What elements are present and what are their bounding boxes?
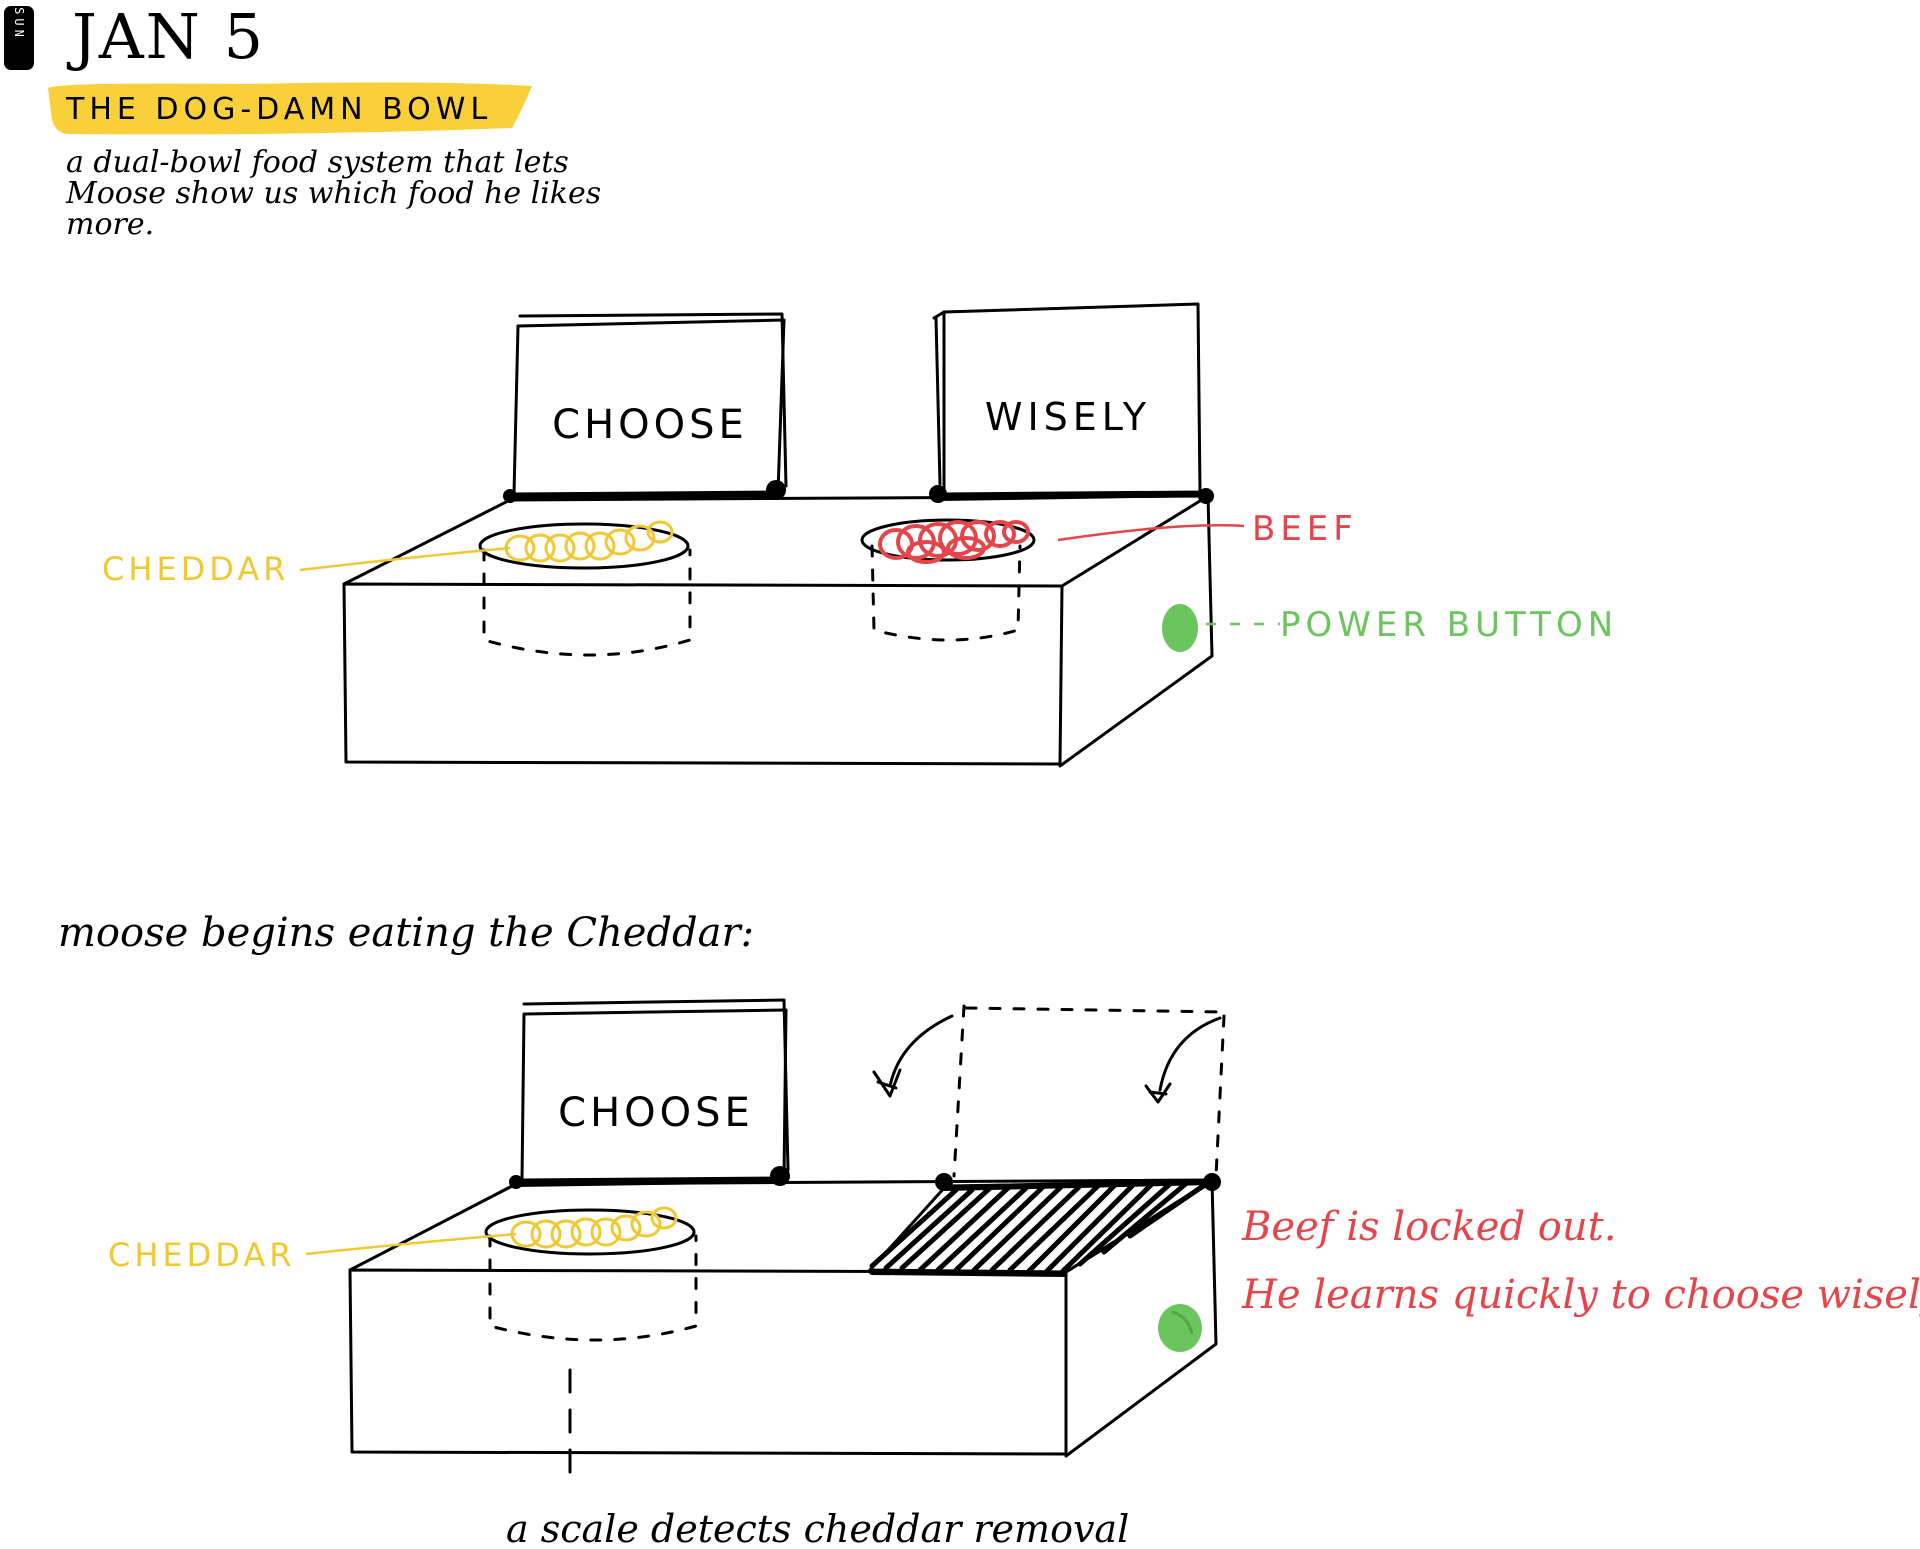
power-button-icon xyxy=(1162,604,1198,652)
closing-arrow-right xyxy=(1144,1016,1222,1104)
beef-leader-1 xyxy=(1057,524,1245,542)
bowl-right-1 xyxy=(860,518,1036,642)
caption-text: moose begins eating the Cheddar: xyxy=(58,910,754,956)
power-button-2 xyxy=(1158,1304,1202,1352)
screen-right-1-text: WISELY xyxy=(985,395,1151,439)
cheddar-pile-2 xyxy=(510,1206,678,1249)
cheddar-pile-1 xyxy=(504,520,674,563)
figure-1: CHOOSE WISELY xyxy=(102,302,1618,768)
beef-label-1: BEEF xyxy=(1252,509,1358,549)
bowl-left-1 xyxy=(478,520,692,657)
page-date: JAN 5 xyxy=(66,0,265,73)
screen-left-1-text: CHOOSE xyxy=(552,402,748,448)
screen-left-2-text: CHOOSE xyxy=(558,1090,754,1136)
title-highlight xyxy=(48,82,532,135)
power-label-1: POWER BUTTON xyxy=(1280,605,1618,645)
feeder-box-2 xyxy=(348,1178,1218,1458)
cheddar-label-1: CHEDDAR xyxy=(102,550,289,588)
day-badge-text: SUN xyxy=(12,7,26,41)
day-badge: SUN xyxy=(4,6,34,70)
screen-left-2: CHOOSE xyxy=(509,998,790,1189)
closed-lid-2 xyxy=(866,1173,1221,1277)
beef-note-line-2: He learns quickly to choose wisely. xyxy=(1241,1272,1920,1318)
lid-outline-2 xyxy=(952,1004,1226,1178)
power-button-icon-2 xyxy=(1158,1304,1202,1352)
cheddar-label-2: CHEDDAR xyxy=(108,1236,295,1274)
description-line-1: a dual-bowl food system that lets xyxy=(66,145,569,180)
description-line-3: more. xyxy=(66,207,154,242)
screen-left-1: CHOOSE xyxy=(503,312,788,503)
cheddar-leader-2 xyxy=(305,1232,517,1256)
closing-arrow-left xyxy=(872,1014,954,1098)
feeder-box-1 xyxy=(342,494,1214,768)
beef-pile-1 xyxy=(878,520,1030,564)
page-title: THE DOG-DAMN BOWL xyxy=(65,92,492,127)
bowl-left-2 xyxy=(484,1206,698,1342)
figure-2: CHOOSE xyxy=(108,998,1920,1549)
description-line-2: Moose show us which food he likes xyxy=(65,176,601,211)
screen-right-1: WISELY xyxy=(929,302,1214,504)
beef-note-line-1: Beef is locked out. xyxy=(1241,1204,1616,1250)
cheddar-leader-1 xyxy=(299,546,511,572)
scale-label: a scale detects cheddar removal xyxy=(506,1507,1129,1549)
power-button-1 xyxy=(1162,604,1198,652)
